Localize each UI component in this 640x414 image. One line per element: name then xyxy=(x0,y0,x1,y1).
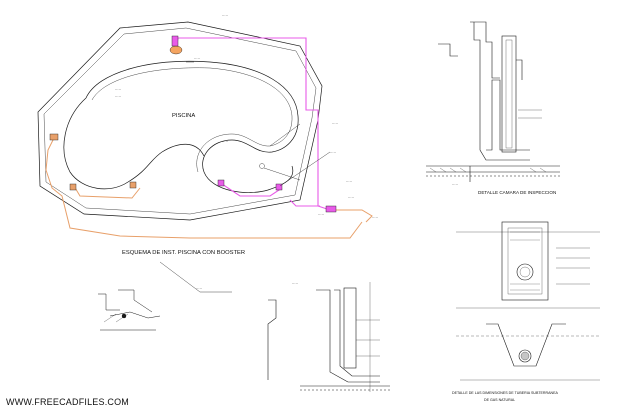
watermark: WWW.FREECADFILES.COM xyxy=(6,397,129,407)
right-note-2: ····· xyxy=(330,151,336,155)
nozzle-top xyxy=(171,35,179,47)
pool-name-label: PISCINA xyxy=(172,113,195,119)
drain-note: ····· xyxy=(346,180,352,184)
booster-fitting xyxy=(325,205,337,213)
gas-fill-hatch xyxy=(510,231,540,291)
pool-outline xyxy=(63,61,299,193)
wall-detail xyxy=(267,282,390,392)
right-small-note: ····· xyxy=(318,213,324,217)
nozzle-bottom-right xyxy=(217,179,225,187)
nozzle-bottom-mid xyxy=(129,181,137,189)
nozzle-bottom-left xyxy=(69,183,77,191)
fittings xyxy=(49,35,337,213)
skimmer-fitting xyxy=(169,45,183,55)
gas-title-line-2: DE GAS NATURAL xyxy=(484,398,515,402)
inspection-detail xyxy=(426,21,560,182)
pool-deck-inner xyxy=(43,27,317,215)
gas-detail xyxy=(456,221,600,381)
supply-pipe-top xyxy=(175,37,331,211)
return-pipes xyxy=(45,137,373,239)
supply-pipe-right xyxy=(289,199,320,207)
gas-title-line-1: DETALLE DE LAS DIMENSIONES DE TUBERIA SU… xyxy=(452,391,559,395)
return-pipe-booster xyxy=(330,209,373,223)
booster-note: ····· xyxy=(348,196,354,200)
skimmer-note: ····· xyxy=(194,57,200,61)
nozzle-right xyxy=(275,183,283,191)
supply-pipes xyxy=(175,37,331,211)
inspection-hatch xyxy=(429,167,547,173)
top-pipe-note: ····· xyxy=(222,14,228,18)
pool-inner-outline xyxy=(91,67,293,173)
inspection-title: DETALLE CAMARA DE INSPECCION xyxy=(478,190,556,195)
nozzle-left xyxy=(49,133,59,141)
inspection-subtitle: ····· xyxy=(452,183,458,187)
bottom-left-note: ····· xyxy=(196,287,202,291)
wall-detail-note: ····· xyxy=(292,282,298,286)
return-pipe-left xyxy=(45,137,363,239)
junction-detail xyxy=(98,289,161,331)
leader-lines xyxy=(159,61,331,293)
main-drain xyxy=(259,163,265,169)
supply-pipe-bottom xyxy=(221,183,283,197)
right-note-1: ····· xyxy=(332,122,338,126)
center-note: ····· xyxy=(222,140,228,144)
left-note-2: ····· xyxy=(115,95,121,99)
return-note: ····· xyxy=(372,216,378,220)
left-note-1: ····· xyxy=(115,88,121,92)
diagram-title: ESQUEMA DE INST. PISCINA CON BOOSTER xyxy=(122,250,245,256)
return-pipe-inner xyxy=(73,185,141,199)
